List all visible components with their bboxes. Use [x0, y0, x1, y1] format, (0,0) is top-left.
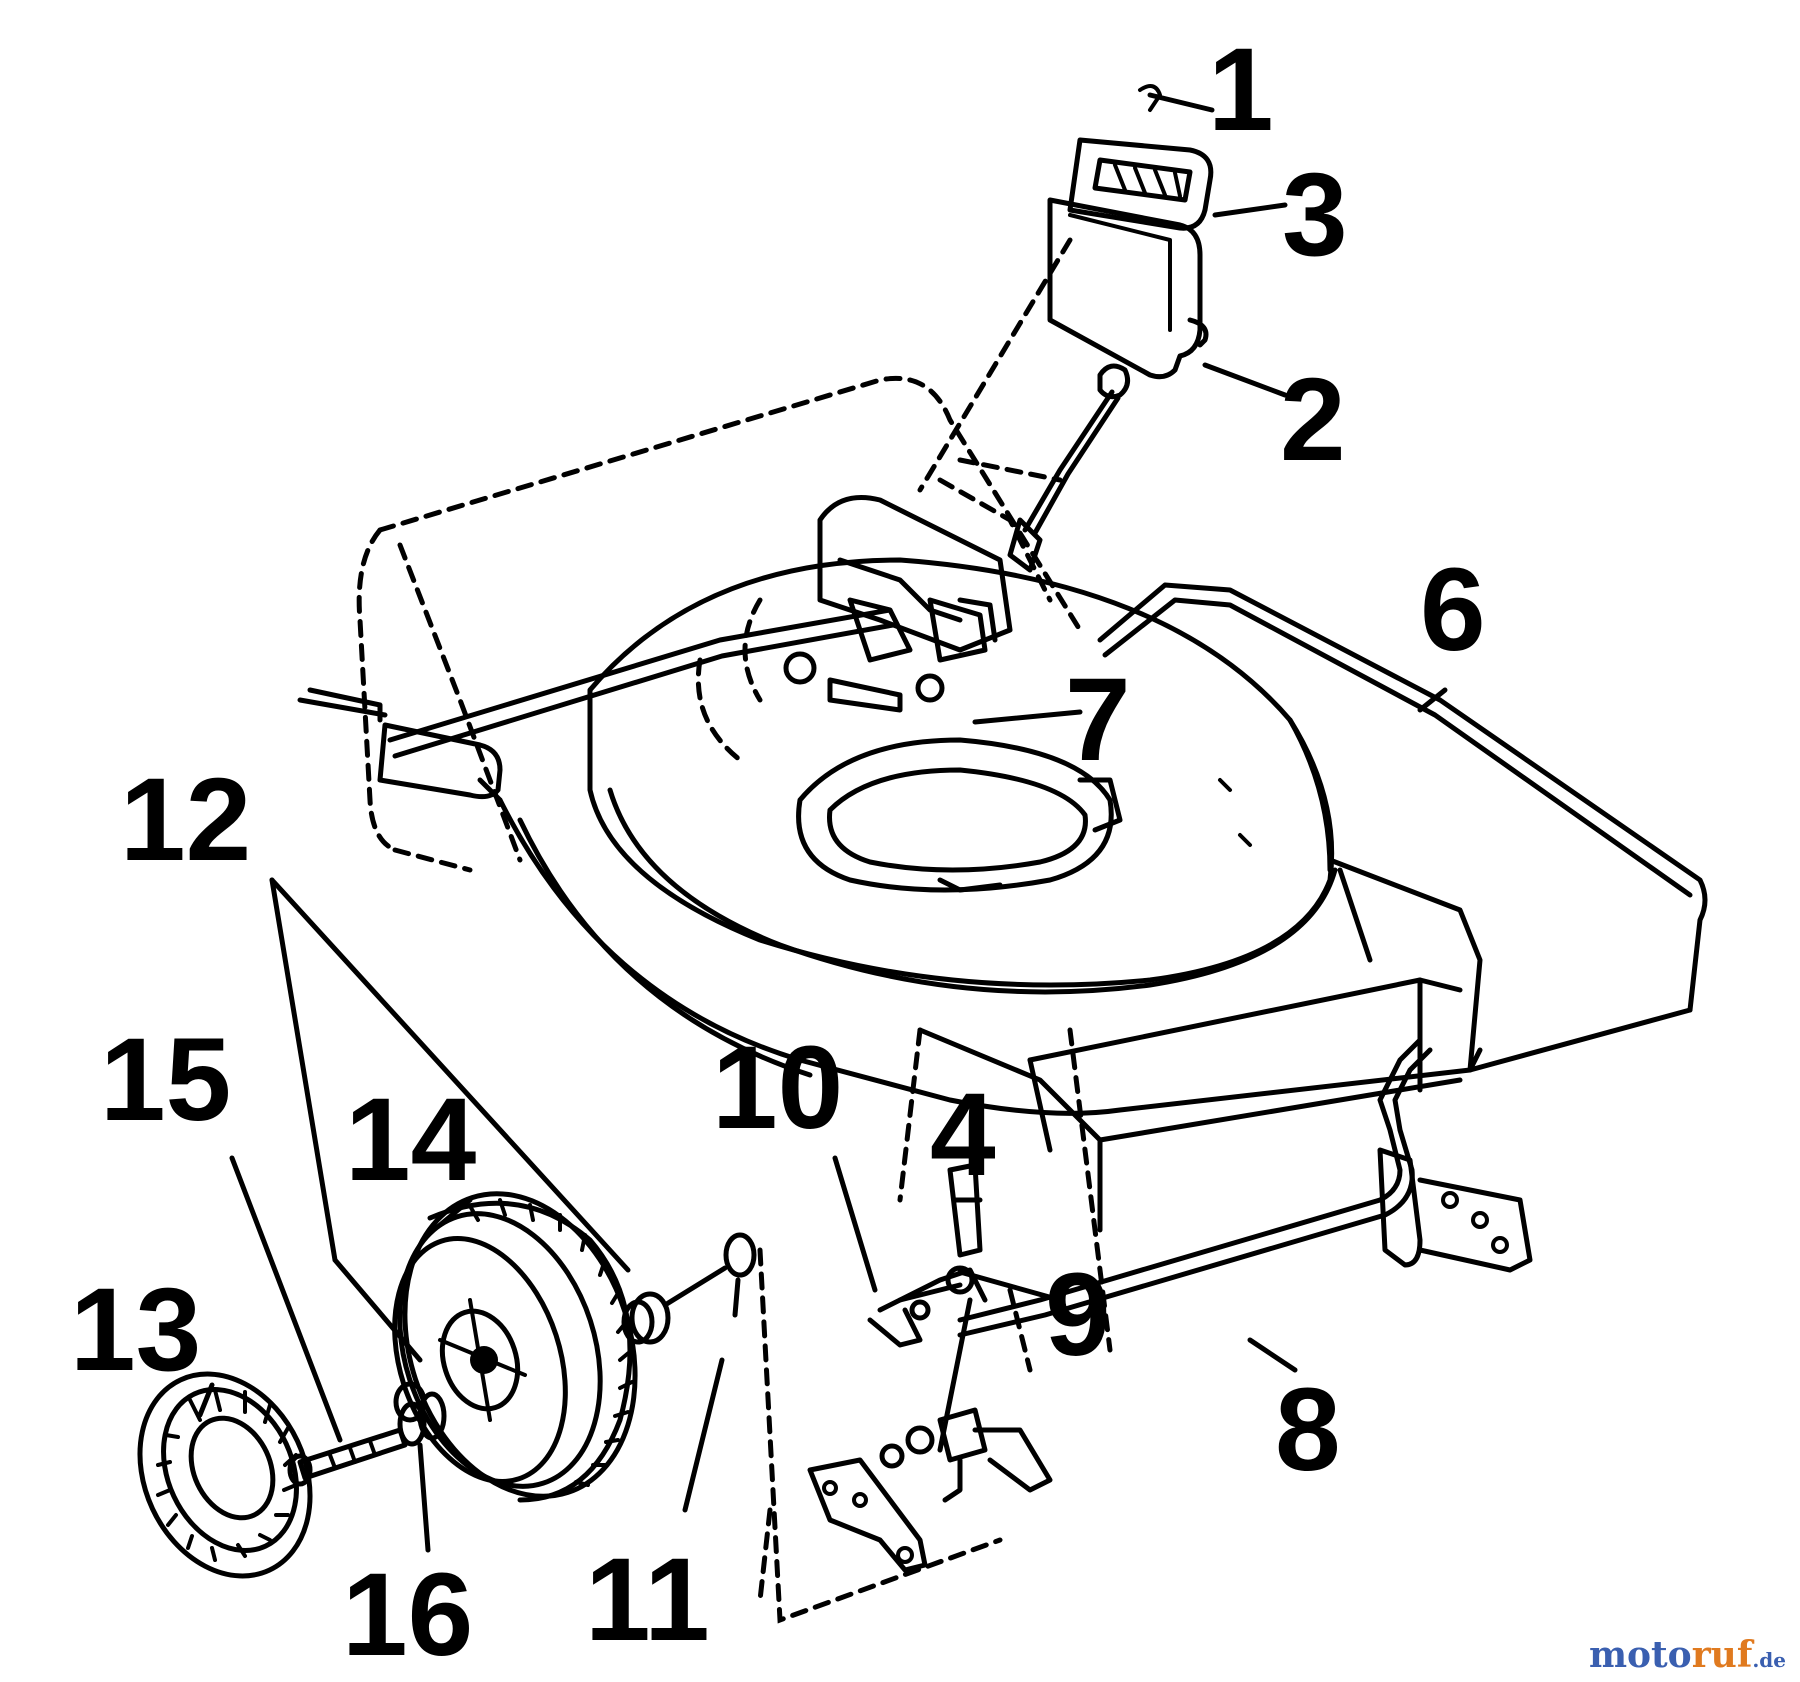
front-wheel — [392, 1191, 638, 1503]
watermark-part-2: ruf — [1691, 1634, 1753, 1676]
callout-16: 16 — [342, 1549, 473, 1681]
callout-6: 6 — [1420, 544, 1486, 676]
callout-12: 12 — [120, 754, 251, 886]
wheel-bolt — [287, 1381, 447, 1487]
callout-13: 13 — [70, 1264, 201, 1396]
assembly-guides — [757, 1027, 1113, 1624]
mower-deck — [477, 557, 1708, 1116]
handle-grip-assembly — [1047, 84, 1214, 380]
control-cable — [1007, 363, 1131, 573]
watermark-logo: motoruf.de — [1589, 1634, 1786, 1676]
callout-15: 15 — [100, 1014, 231, 1146]
callout-3: 3 — [1282, 149, 1348, 281]
rear-axle — [957, 1037, 1533, 1338]
callout-9: 9 — [1045, 1249, 1111, 1381]
throttle-rod — [297, 607, 896, 800]
watermark-part-1: moto — [1588, 1634, 1692, 1676]
watermark-part-3: .de — [1752, 1648, 1786, 1672]
handle-frame — [917, 237, 1073, 603]
callout-2: 2 — [1280, 354, 1346, 486]
front-bracket — [757, 1407, 1053, 1603]
callout-11: 11 — [585, 1534, 710, 1666]
height-adjuster — [867, 1162, 988, 1453]
callout-labels: 1 3 2 6 7 12 10 4 15 14 9 13 8 16 11 — [70, 24, 1486, 1681]
callout-4: 4 — [930, 1069, 996, 1201]
engine-mount — [783, 495, 1013, 713]
callout-10: 10 — [712, 1022, 843, 1154]
grass-catcher-outline — [356, 375, 1083, 873]
rear-box — [917, 857, 1483, 1233]
callout-14: 14 — [345, 1074, 476, 1206]
wheel-bushing — [621, 1232, 757, 1345]
callout-7: 7 — [1065, 654, 1131, 786]
callout-8: 8 — [1275, 1364, 1341, 1496]
callout-1: 1 — [1208, 24, 1274, 156]
leader-lines — [197, 92, 1448, 1553]
hubcap — [137, 1371, 313, 1579]
